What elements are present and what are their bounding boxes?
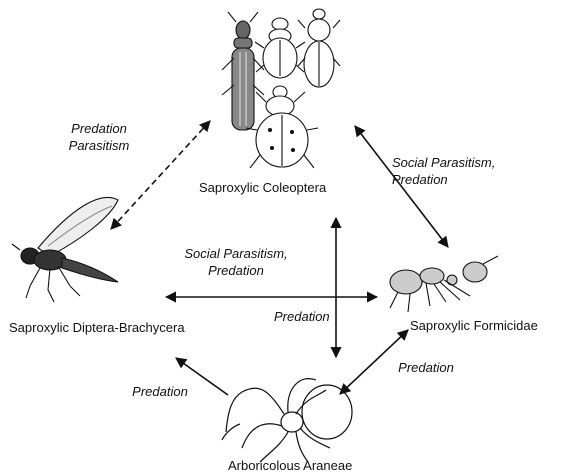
- large-beetle-icon: [246, 86, 318, 168]
- relation-label-line1: Predation: [120, 383, 200, 400]
- coleoptera-label: Saproxylic Coleoptera: [199, 180, 326, 196]
- weevil-icon: [298, 9, 340, 87]
- relation-araneae-diptera: Predation: [120, 383, 200, 400]
- araneae-label: Arboricolous Araneae: [228, 458, 352, 474]
- relation-label-line1: Social Parasitism,: [166, 245, 306, 262]
- relation-label-line2: Parasitism: [51, 137, 147, 154]
- formicidae-label: Saproxylic Formicidae: [410, 318, 538, 334]
- relation-label-line2: Predation: [392, 171, 532, 188]
- beetle-icon: [222, 9, 340, 168]
- spider-icon: [222, 379, 352, 462]
- fly-icon: [12, 197, 118, 302]
- relation-araneae-formicidae: Predation: [386, 359, 466, 376]
- relation-diptera-formicidae: Social Parasitism, Predation: [166, 245, 306, 279]
- relation-coleoptera-diptera: Predation Parasitism: [51, 120, 147, 154]
- relation-label-line2: Predation: [166, 262, 306, 279]
- relation-coleoptera-araneae: Predation: [274, 308, 324, 325]
- ant-icon: [390, 256, 498, 312]
- relation-label-line1: Social Parasitism,: [392, 154, 532, 171]
- relation-coleoptera-formicidae: Social Parasitism, Predation: [392, 154, 532, 188]
- diptera-label: Saproxylic Diptera-Brachycera: [9, 320, 185, 336]
- relation-label-line1: Predation: [51, 120, 147, 137]
- relation-label-line1: Predation: [274, 308, 324, 325]
- relation-label-line1: Predation: [386, 359, 466, 376]
